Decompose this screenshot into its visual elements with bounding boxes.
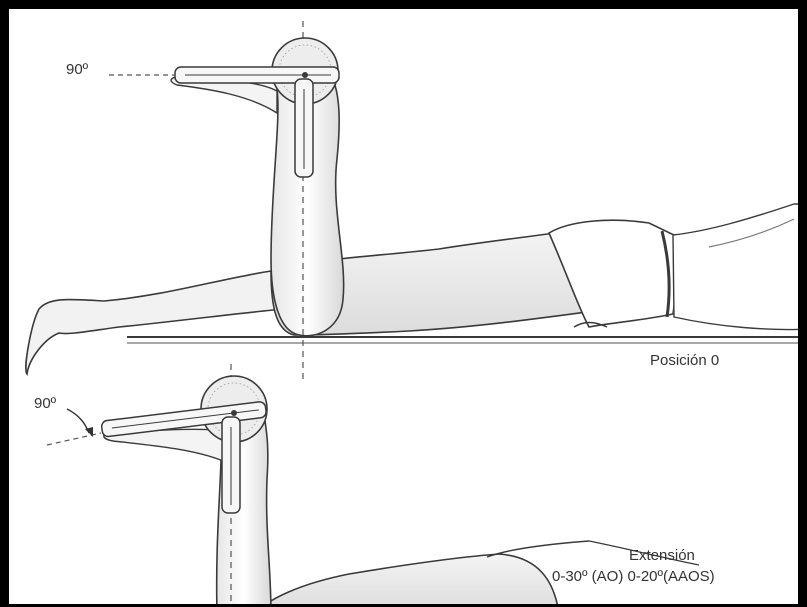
angle-label-top: 90º — [66, 61, 88, 78]
range-label: 0-30º (AO) 0-20º(AAOS) — [552, 568, 715, 585]
top-figure — [26, 21, 807, 381]
position-label: Posición 0 — [650, 352, 719, 369]
extended-leg — [26, 271, 284, 374]
thigh-bottom — [255, 554, 559, 607]
movement-label: Extensión — [629, 547, 695, 564]
angle-label-bottom: 90º — [34, 395, 56, 412]
goniometry-illustration — [9, 9, 807, 607]
